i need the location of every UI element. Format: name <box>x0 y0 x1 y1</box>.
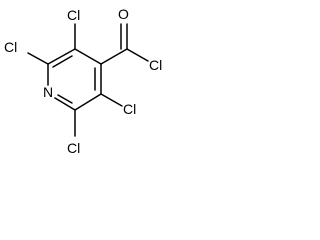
ring-bonds <box>47 48 102 111</box>
substituent-bonds <box>27 23 149 137</box>
bond-c6-cl-right <box>100 93 123 107</box>
atom-cl-acyl: Cl <box>149 57 162 73</box>
bond-c6-c1 <box>74 93 102 111</box>
bond-c3-c4-inner <box>52 55 73 68</box>
atom-cl-top: Cl <box>67 7 80 23</box>
bond-carbonyl-cl <box>126 48 149 62</box>
bond-c1-n <box>54 97 76 111</box>
atom-o-carbonyl: O <box>118 6 129 22</box>
structure-diagram: Cl Cl N Cl Cl O Cl <box>0 0 198 178</box>
bond-c3-c4 <box>47 48 76 65</box>
molecule-drawing: Cl Cl N Cl Cl O Cl <box>4 6 162 156</box>
atom-n-ring: N <box>43 84 53 100</box>
atom-cl-left-top: Cl <box>4 39 17 55</box>
atom-cl-bottom: Cl <box>67 140 80 156</box>
bond-c2-cl-left <box>27 52 49 65</box>
atom-cl-right-mid: Cl <box>123 101 136 117</box>
bond-c4-carbonyl <box>100 48 128 65</box>
bond-c4-c5 <box>74 48 102 65</box>
atom-labels: Cl Cl N Cl Cl O Cl <box>4 6 162 156</box>
bond-c1-n-inner <box>57 94 73 104</box>
